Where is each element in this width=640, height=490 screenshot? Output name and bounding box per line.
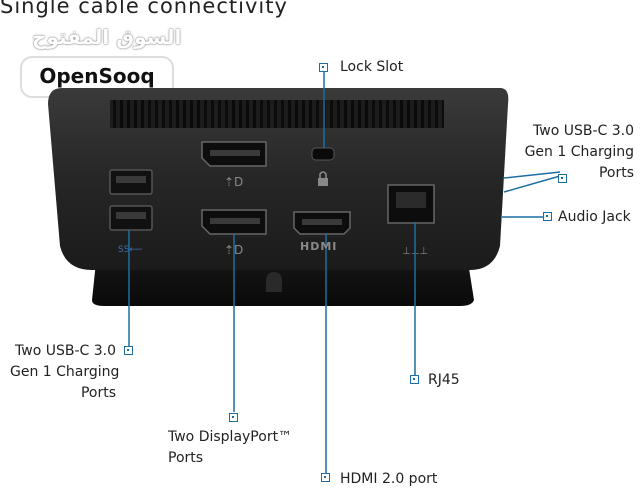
dock-base: [92, 262, 474, 306]
lock-slot: [311, 147, 335, 161]
usbc-left-label: Two USB-C 3.0 Gen 1 Charging Ports: [10, 341, 120, 404]
rj45-label: RJ45: [428, 372, 460, 388]
usbc-left-marker: [124, 346, 133, 355]
dock-illustration: SS⟵ ⇡D ⇡D ⊥⊥⊥: [48, 72, 561, 476]
usbc-right-line-2: Gen 1 Charging: [524, 144, 634, 160]
displayport-line-1: Two DisplayPort™: [168, 429, 293, 445]
usbc-left-line-1: Two USB-C 3.0: [15, 343, 116, 359]
displayport-marker: [229, 413, 238, 422]
hdmi-marker: [321, 473, 330, 482]
lock-slot-label: Lock Slot: [340, 59, 404, 75]
usbc-left-line-3: Ports: [80, 385, 116, 401]
audio-jack-label: Audio Jack: [558, 209, 631, 225]
displayport-ports: ⇡D ⇡D: [201, 141, 267, 257]
usb-a-ports: [109, 169, 153, 231]
dock-vents: [110, 100, 444, 128]
usbc-right-line-3: Ports: [598, 165, 634, 181]
usbc-right-line-1: Two USB-C 3.0: [533, 123, 634, 139]
dock-body: [48, 88, 509, 270]
watermark-brand: OpenSooq: [39, 64, 155, 88]
usbc-left-line-2: Gen 1 Charging: [10, 364, 120, 380]
svg-text:⇡D: ⇡D: [224, 175, 243, 189]
ss-logo: SS⟵: [118, 245, 142, 255]
page-heading: Single cable connectivity: [0, 0, 288, 18]
rj45-marker: [410, 375, 419, 384]
lock-icon: [318, 171, 328, 186]
watermark-arabic: السوق المفتوح: [32, 25, 182, 49]
usbc-right-label: Two USB-C 3.0 Gen 1 Charging Ports: [525, 121, 634, 184]
hdmi-logo-text: HDMI: [300, 240, 338, 253]
leader-lines: [128, 72, 561, 476]
displayport-line-2: Ports: [168, 450, 204, 466]
lock-slot-marker: [319, 63, 328, 72]
audio-jack-marker: [543, 212, 552, 221]
usbc-right-marker: [558, 174, 567, 183]
displayport-label: Two DisplayPort™ Ports: [168, 427, 292, 469]
